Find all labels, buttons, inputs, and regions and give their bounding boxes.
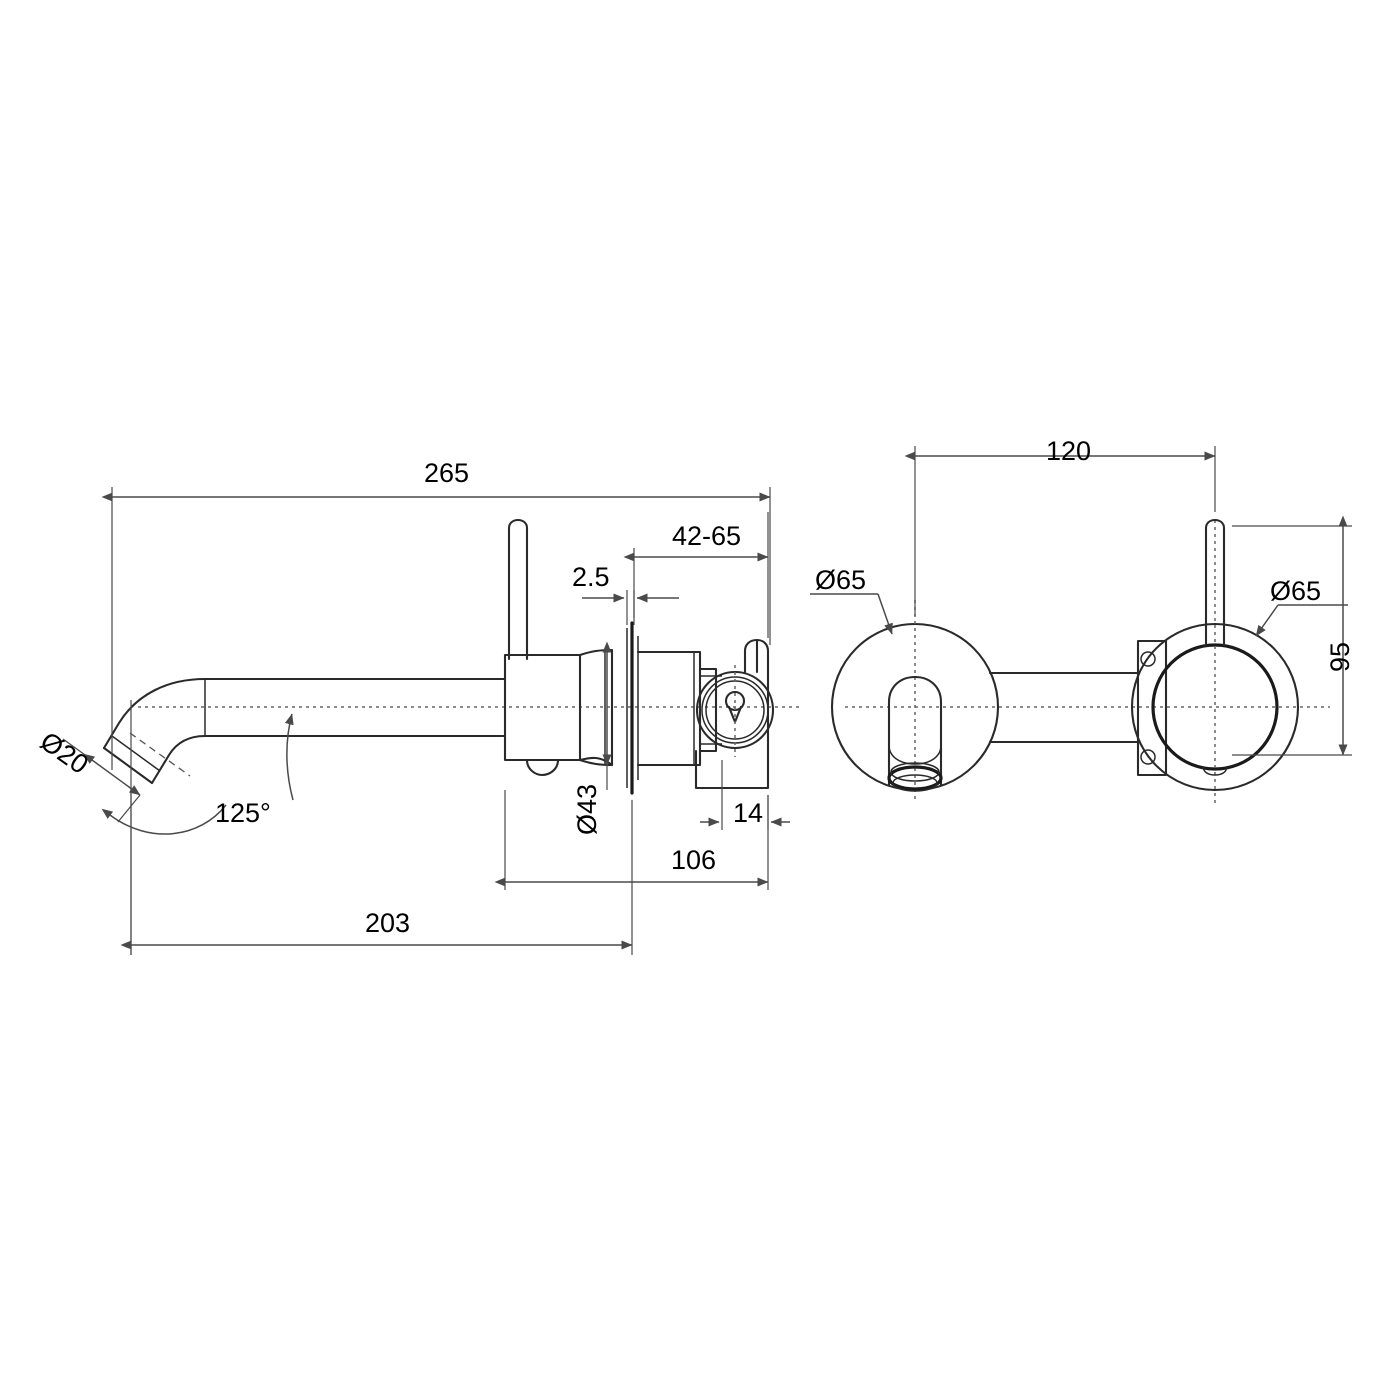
dim-label-handle-height: 95 <box>1325 641 1355 672</box>
dim-label-overall-length: 265 <box>424 458 470 488</box>
mixer-rosette <box>1130 518 1300 805</box>
spout-rosette <box>830 600 1000 800</box>
spout-bend <box>102 677 207 785</box>
dim-label-body-depth: 106 <box>671 845 717 875</box>
dim-label-mixer-rosette-diameter: Ø65 <box>1270 576 1322 606</box>
dim-label-spout-rosette-diameter: Ø65 <box>815 565 867 595</box>
dim-label-wall-thickness-range: 42-65 <box>672 521 742 551</box>
dim-label-plate-thickness: 2.5 <box>572 562 610 592</box>
dim-spout-outlet-diameter <box>62 738 141 823</box>
dim-bend-angle <box>101 700 294 955</box>
dim-label-bend-angle: 125° <box>215 798 271 828</box>
dim-label-body-diameter: Ø43 <box>572 783 602 835</box>
dim-body-depth <box>494 790 769 890</box>
front-elevation-view <box>810 446 1352 805</box>
dim-plate-thickness <box>582 590 679 625</box>
valve-body <box>694 638 775 790</box>
dim-label-valve-offset: 14 <box>733 798 764 828</box>
dim-overall-length <box>101 487 771 770</box>
dim-label-spout-projection: 203 <box>365 908 411 938</box>
dim-rosette-centres <box>904 446 1216 616</box>
spout-tube <box>203 677 507 738</box>
connecting-body <box>988 671 1140 744</box>
side-elevation-view <box>62 487 800 955</box>
dim-label-rosette-centres: 120 <box>1046 436 1092 466</box>
dim-handle-height <box>1232 515 1352 756</box>
mixer-body <box>503 653 582 777</box>
handle-lever <box>507 518 529 661</box>
leader-mixer-rosette-diameter <box>1255 604 1348 637</box>
cartridge-housing <box>636 650 702 767</box>
dim-valve-offset <box>700 760 790 830</box>
leader-spout-rosette-diameter <box>810 593 893 635</box>
wall-plate <box>626 621 639 795</box>
